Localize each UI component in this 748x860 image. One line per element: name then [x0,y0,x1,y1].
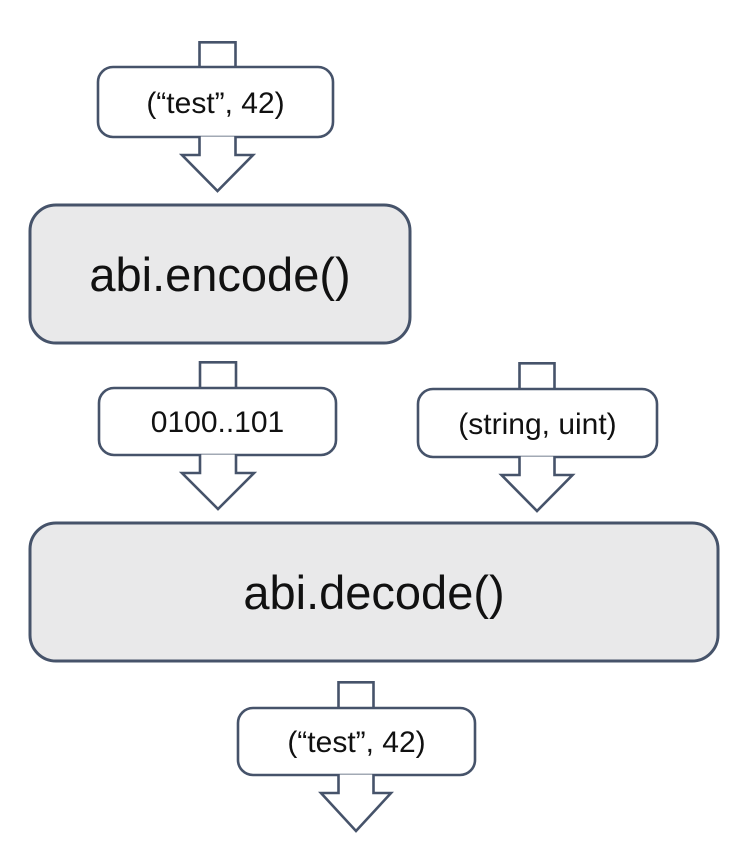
arrowhead-types-icon [498,456,576,513]
arrowhead-encoded-bytes-icon [178,454,258,511]
arrowhead-input-icon [178,136,257,193]
arrowhead-output-icon [318,774,394,833]
arrow-stem-input-icon [198,41,237,68]
arrow-stem-output-icon [337,681,375,709]
arrow-stem-encoded-bytes-icon [198,361,238,389]
arrow-stem-types-icon [518,362,556,390]
type-tuple-label: (string, uint) [458,408,616,441]
decode-process-box [28,521,720,663]
output-tuple-label: (“test”, 42) [287,726,425,759]
encode-process-label: abi.encode() [89,248,350,301]
decode-process-label: abi.decode() [243,566,504,619]
input-tuple-label: (“test”, 42) [146,87,284,120]
encode-process-box [28,203,412,345]
encoded-bytes-label: 0100..101 [151,406,284,439]
